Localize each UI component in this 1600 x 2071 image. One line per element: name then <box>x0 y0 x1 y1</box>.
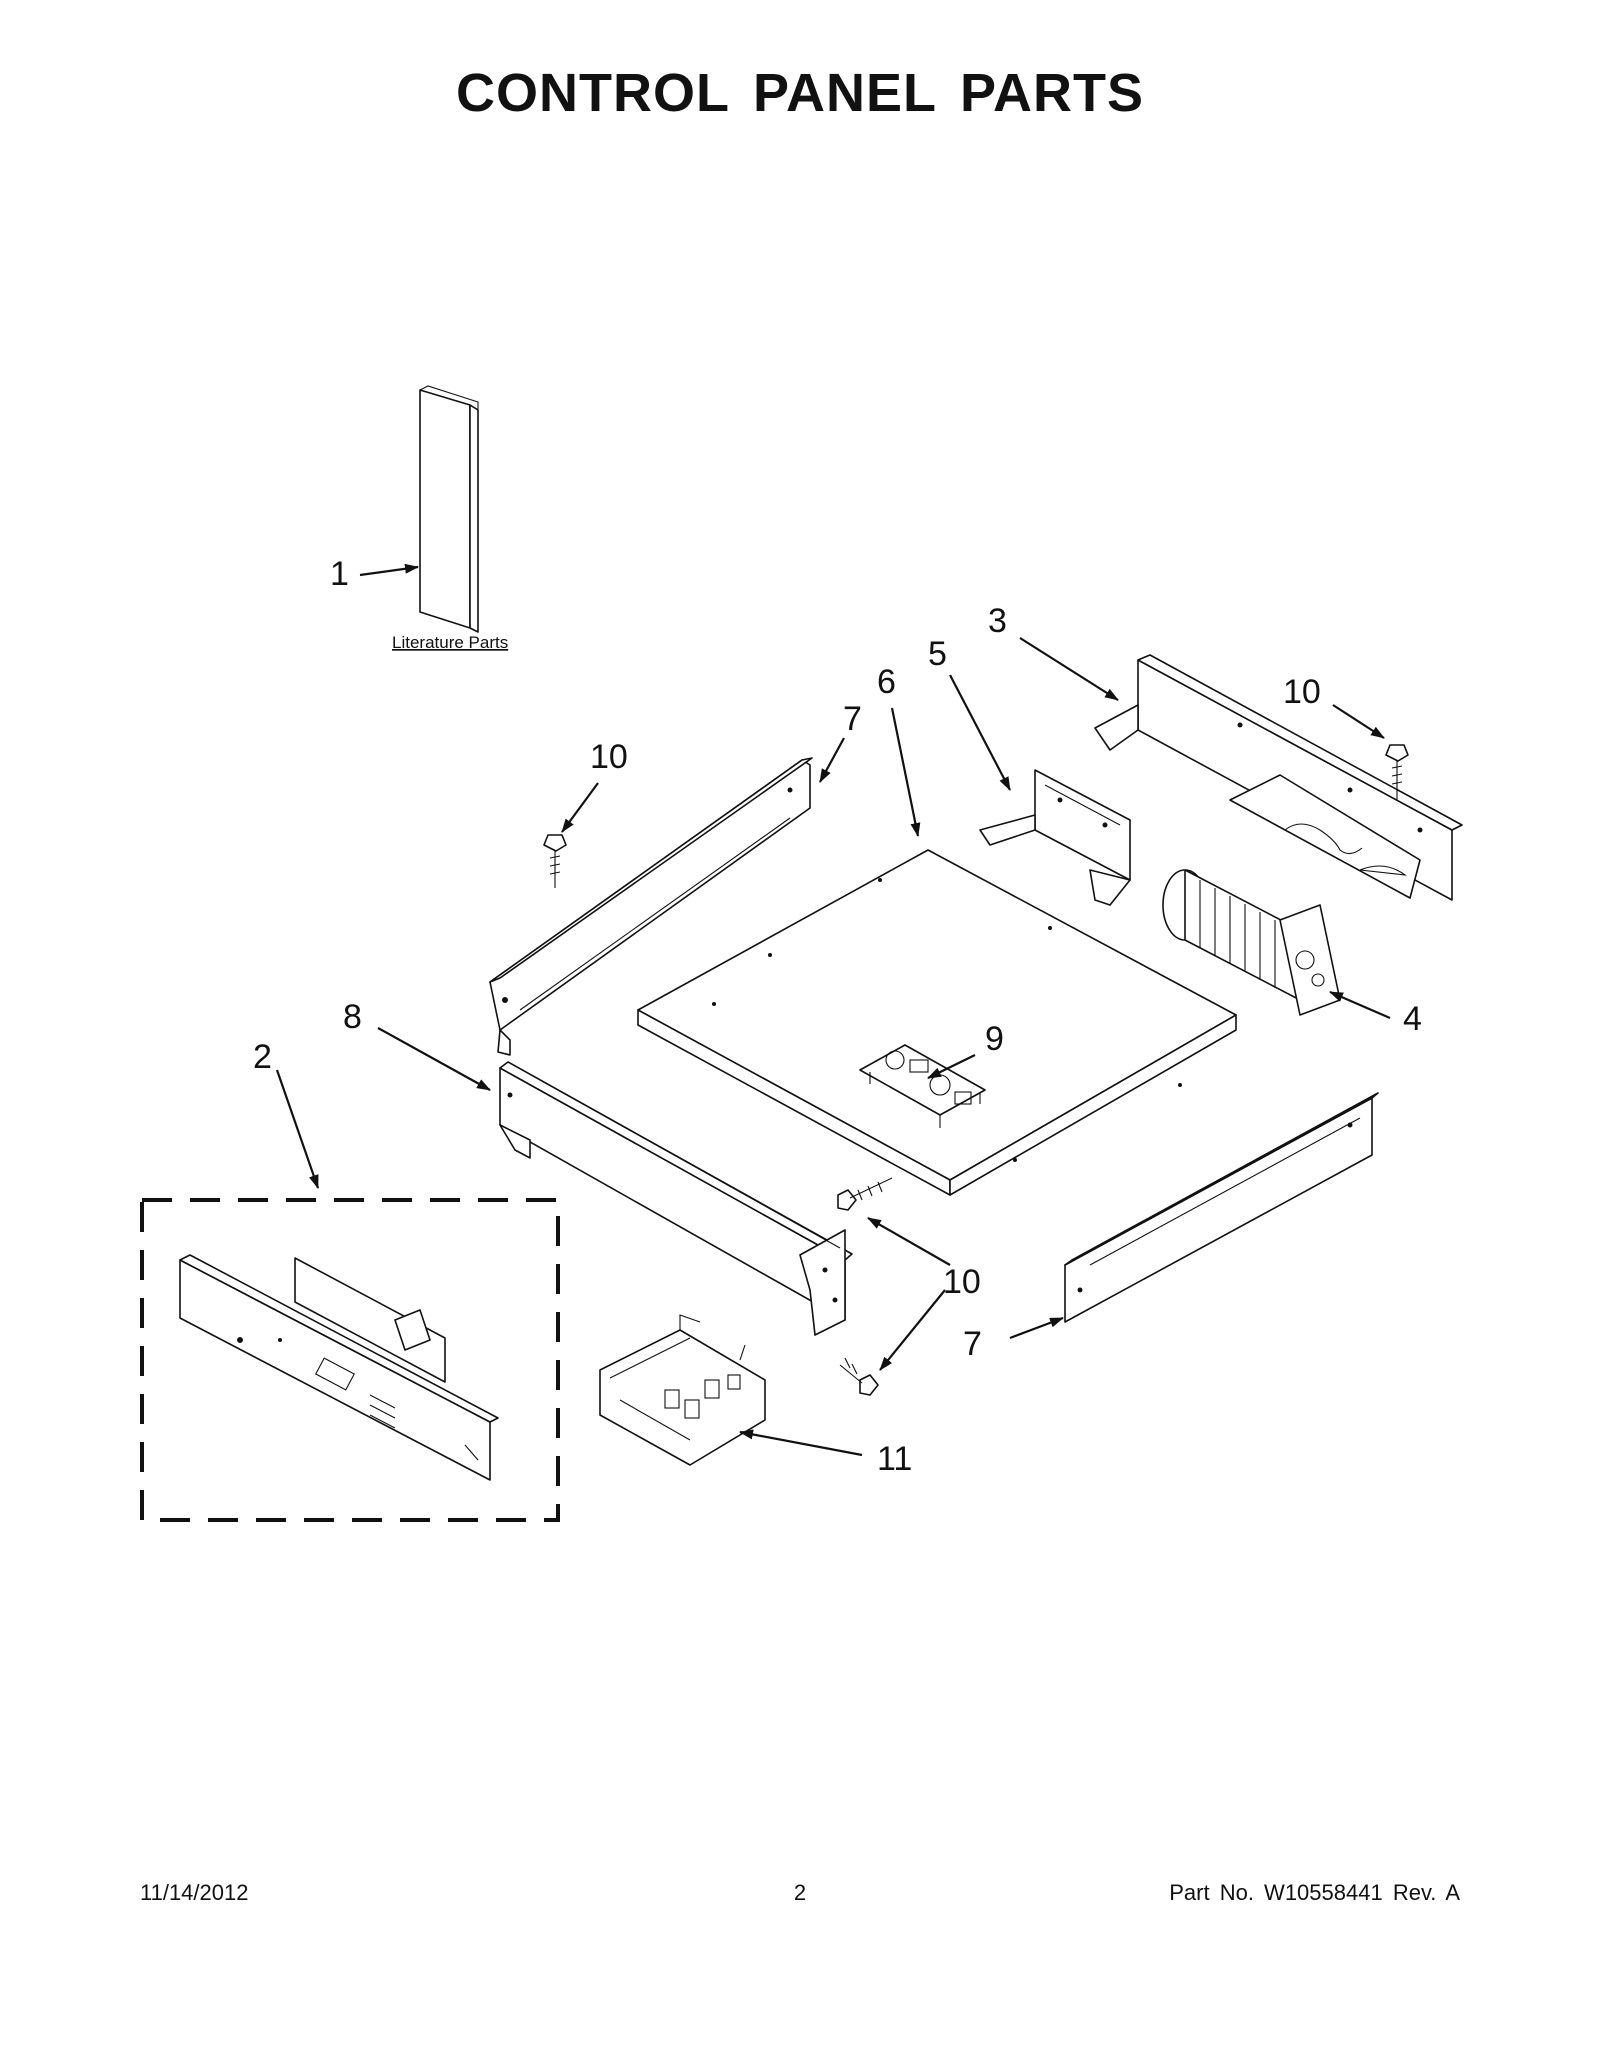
leader-7b <box>1009 1316 1064 1340</box>
electronic-control-board <box>599 1314 766 1466</box>
callout-5: 5 <box>928 635 947 673</box>
leader-2 <box>275 1069 320 1189</box>
screw-c <box>837 1177 893 1211</box>
footer-date: 11/14/2012 <box>140 1880 249 1905</box>
callout-8: 8 <box>343 998 362 1036</box>
leader-6 <box>890 707 921 837</box>
leader-10a <box>561 782 599 833</box>
screw-d <box>839 1357 879 1396</box>
leader-1 <box>359 563 419 577</box>
page-title: CONTROL PANEL PARTS <box>455 63 1145 123</box>
power-supply-board <box>859 1044 986 1128</box>
callout-9: 9 <box>985 1020 1004 1058</box>
leader-11 <box>739 1429 863 1457</box>
blower-fan-assembly <box>1162 869 1341 1016</box>
leader-7a <box>819 737 845 783</box>
callout-4: 4 <box>1403 1000 1422 1038</box>
leader-4 <box>1329 990 1391 1020</box>
leader-10b <box>1332 704 1385 739</box>
callout-3: 3 <box>988 602 1007 640</box>
leader-10c <box>867 1217 951 1266</box>
callout-10-right: 10 <box>1283 673 1321 711</box>
leader-8 <box>377 1027 491 1091</box>
callout-7-lower: 7 <box>963 1325 982 1363</box>
leader-5 <box>949 674 1011 791</box>
control-panel-face <box>179 1254 499 1481</box>
callout-6: 6 <box>877 663 896 701</box>
rear-bracket <box>1094 654 1463 901</box>
literature-parts-label: Literature Parts <box>392 633 508 652</box>
side-rail-lower <box>1064 1092 1379 1323</box>
side-rail-upper <box>489 757 813 1056</box>
leader-10d <box>879 1289 946 1371</box>
callout-11: 11 <box>877 1440 912 1478</box>
leader-3 <box>1019 637 1119 701</box>
footer-part-number: Part No. W10558441 Rev. A <box>1169 1880 1460 1905</box>
callout-7-upper: 7 <box>843 700 862 738</box>
front-rail <box>499 1061 853 1336</box>
mount-bracket <box>979 769 1131 906</box>
callout-1: 1 <box>330 555 349 593</box>
leader-9 <box>927 1054 976 1079</box>
literature-parts-booklet <box>419 385 479 633</box>
callout-10-center: 10 <box>943 1263 981 1301</box>
callout-10-left: 10 <box>590 738 628 776</box>
callout-2: 2 <box>253 1038 272 1076</box>
panel-assembly-dashed-box <box>140 1198 560 1522</box>
screw-b <box>1385 744 1409 800</box>
screw-a <box>543 834 567 888</box>
control-panel-plate <box>637 849 1237 1196</box>
footer-page-number: 2 <box>793 1880 807 1905</box>
